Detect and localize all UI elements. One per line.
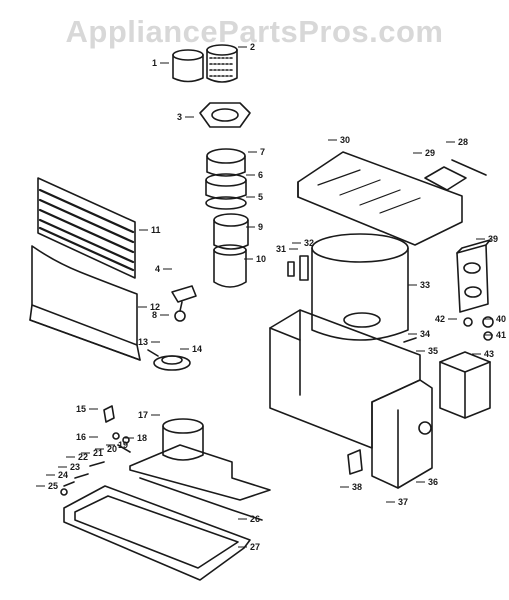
callout-label-41: 41 [496, 330, 506, 340]
callout-label-20: 20 [107, 444, 117, 454]
callout-label-3: 3 [177, 112, 182, 122]
watermark-text: AppliancePartsPros.com [65, 14, 444, 49]
part-11-grille [37, 177, 136, 279]
callout-label-34: 34 [420, 329, 430, 339]
callout-label-39: 39 [488, 234, 498, 244]
callout-label-38: 38 [352, 482, 362, 492]
callout-label-28: 28 [458, 137, 468, 147]
callout-label-10: 10 [256, 254, 266, 264]
callout-label-31: 31 [276, 244, 286, 254]
part-14-knob [147, 349, 191, 371]
part-2-mesh-cylinder [206, 44, 238, 83]
callout-label-40: 40 [496, 314, 506, 324]
part-29-plate [424, 166, 467, 191]
callout-label-7: 7 [260, 147, 265, 157]
part-9-tube [213, 213, 249, 250]
callout-label-33: 33 [420, 280, 430, 290]
part-28-rod [451, 159, 487, 176]
callout-label-35: 35 [428, 346, 438, 356]
part-34-screw [403, 337, 417, 343]
part-17-burner-base [129, 418, 271, 501]
callout-label-36: 36 [428, 477, 438, 487]
part-39-cap [456, 239, 491, 313]
callout-label-30: 30 [340, 135, 350, 145]
callout-label-14: 14 [192, 344, 202, 354]
callout-label-16: 16 [76, 432, 86, 442]
callout-label-19: 19 [118, 440, 128, 450]
part-31-32-fittings [287, 255, 309, 281]
part-33-tank [311, 233, 409, 341]
callout-label-6: 6 [258, 170, 263, 180]
callout-label-21: 21 [93, 448, 103, 458]
callout-label-12: 12 [150, 302, 160, 312]
part-15-21-small-parts [60, 405, 131, 496]
part-43-box [439, 351, 491, 419]
part-40-42-fittings [463, 316, 494, 341]
part-30-top-panel [297, 151, 463, 246]
part-3-ring-plate [199, 102, 251, 128]
callout-label-18: 18 [137, 433, 147, 443]
callout-label-11: 11 [151, 225, 161, 235]
callout-label-29: 29 [425, 148, 435, 158]
part-37-side-box [371, 379, 433, 489]
callout-label-37: 37 [398, 497, 408, 507]
part-12-front-panel [29, 245, 141, 361]
callout-label-22: 22 [78, 452, 88, 462]
callout-label-9: 9 [258, 222, 263, 232]
callout-label-8: 8 [152, 310, 157, 320]
callout-label-4: 4 [155, 264, 160, 274]
callout-label-15: 15 [76, 404, 86, 414]
part-5-7-burner-stack [205, 148, 247, 210]
callout-label-27: 27 [250, 542, 260, 552]
part-38-bracket [347, 449, 363, 475]
callout-label-5: 5 [258, 192, 263, 202]
callout-label-23: 23 [70, 462, 80, 472]
callout-label-2: 2 [250, 42, 255, 52]
callout-label-17: 17 [138, 410, 148, 420]
part-4-8-valve [171, 285, 197, 322]
callout-label-43: 43 [484, 349, 494, 359]
part-26-gasket [139, 477, 263, 521]
part-27-base-pan [63, 485, 251, 581]
callout-label-42: 42 [435, 314, 445, 324]
part-10-lower-tube [213, 244, 247, 288]
callout-label-1: 1 [152, 58, 157, 68]
callout-label-26: 26 [250, 514, 260, 524]
callout-label-24: 24 [58, 470, 68, 480]
part-1-cylinder [172, 49, 204, 83]
callout-label-25: 25 [48, 481, 58, 491]
callout-label-32: 32 [304, 238, 314, 248]
callout-label-13: 13 [138, 337, 148, 347]
